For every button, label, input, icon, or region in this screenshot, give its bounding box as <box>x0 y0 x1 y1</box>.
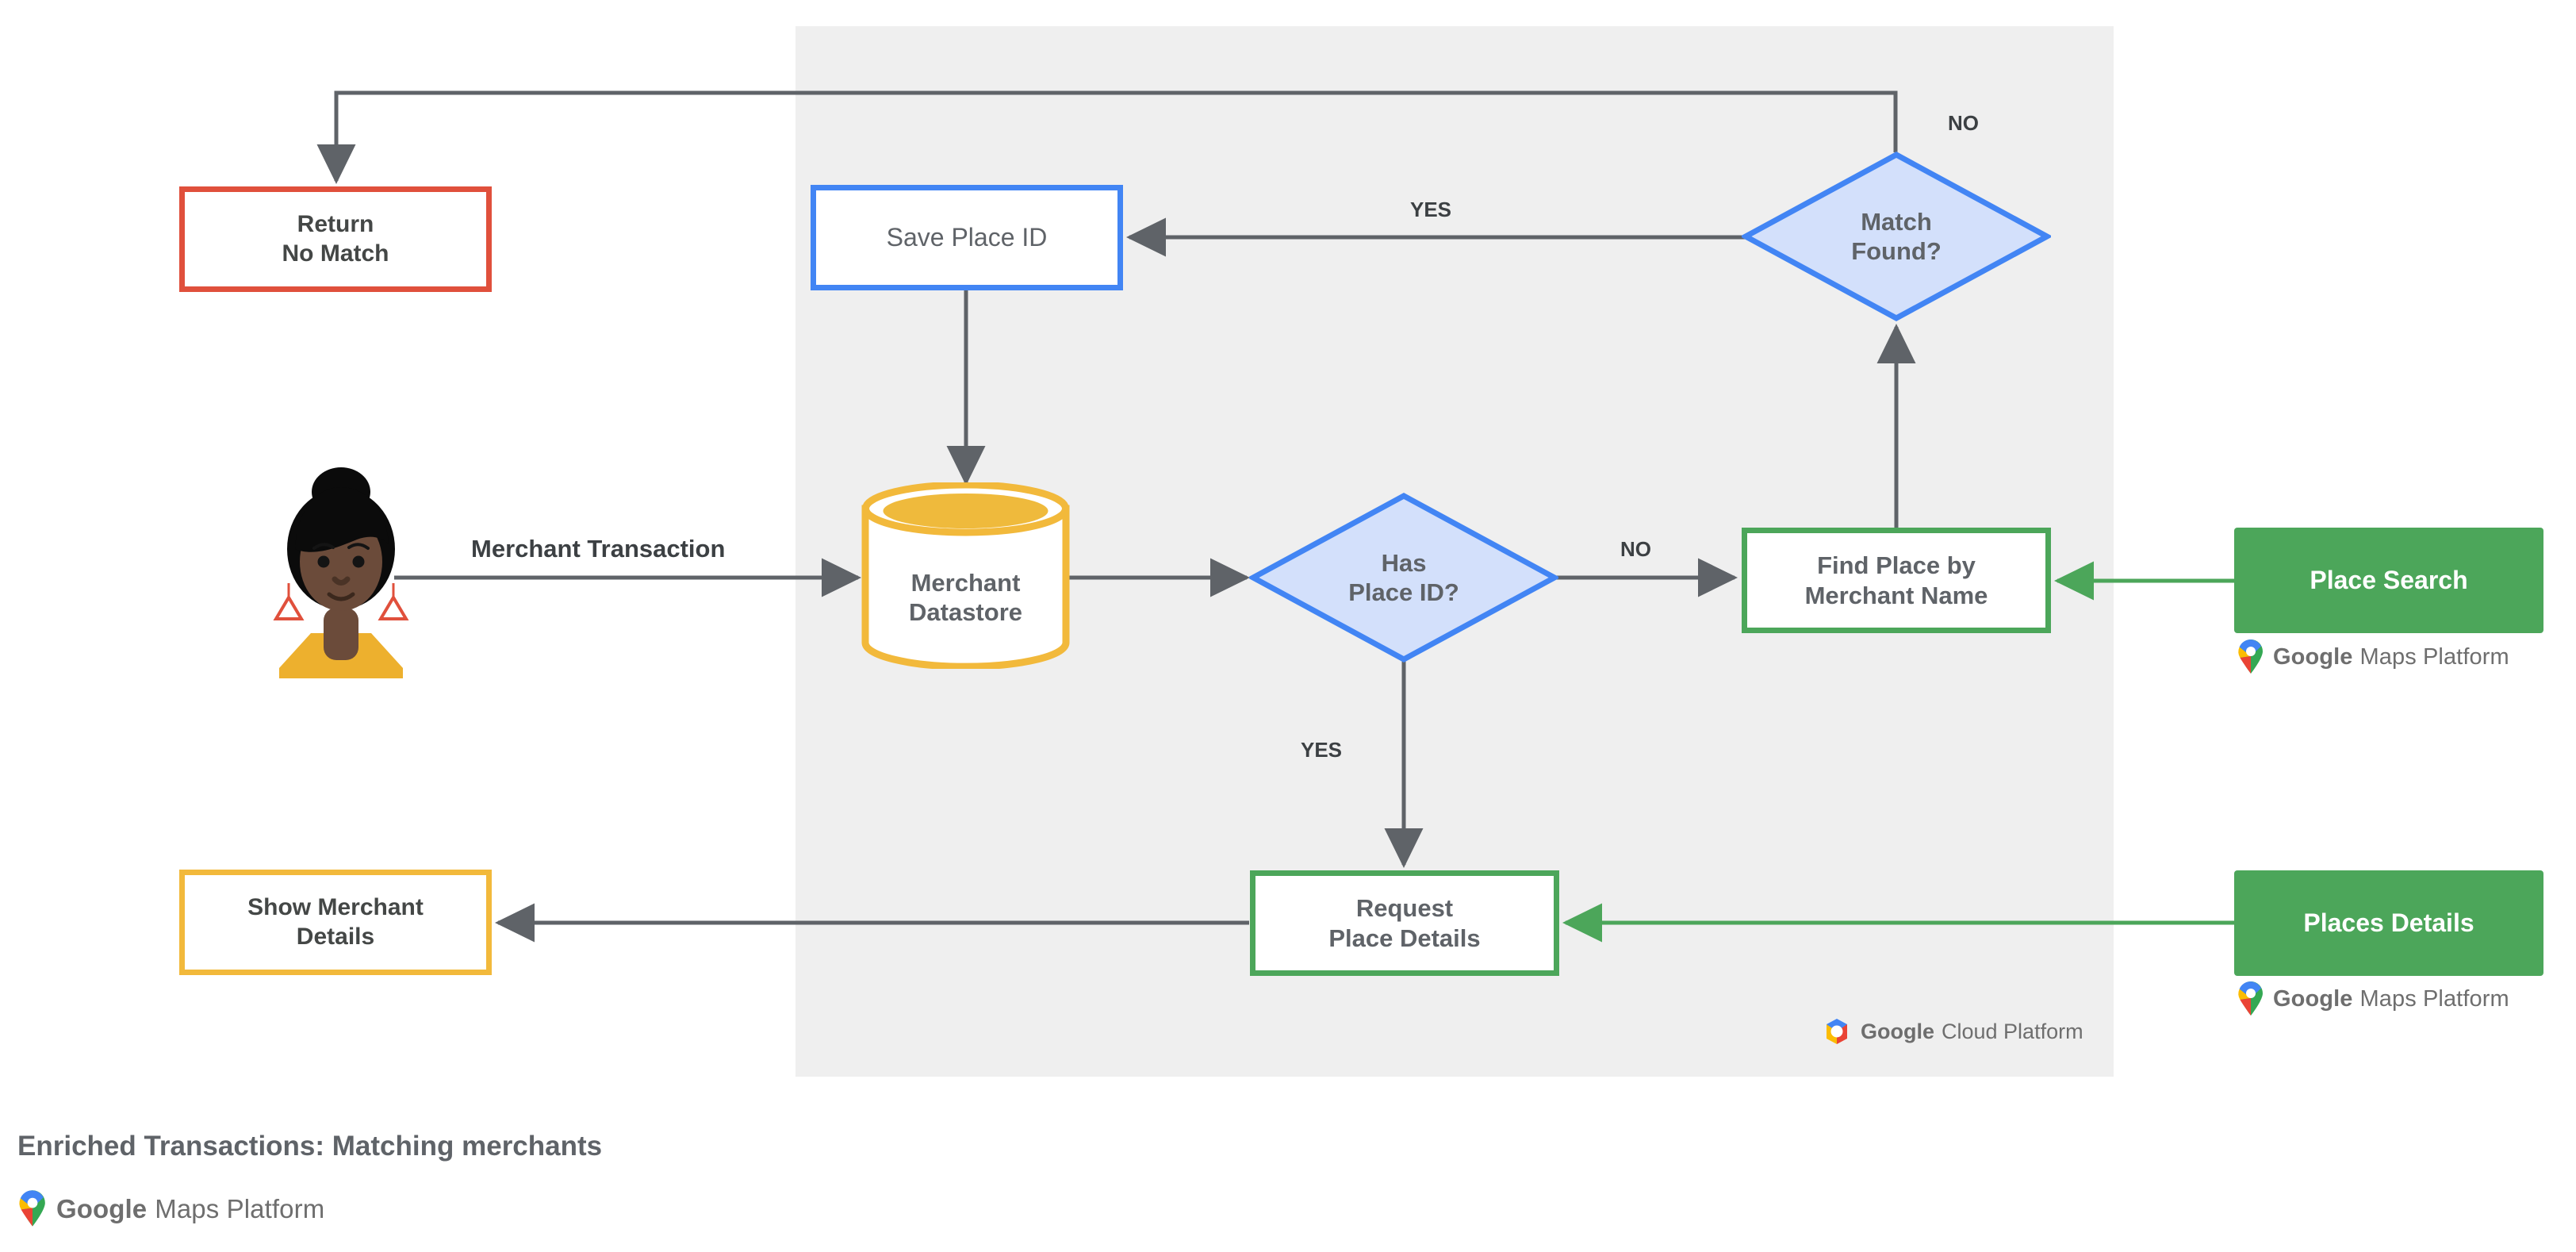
label-line-2: Place Details <box>1328 924 1481 952</box>
node-place-search[interactable]: Place Search <box>2234 528 2543 633</box>
brand-word-google: Google <box>56 1193 148 1223</box>
label-line-1: Find Place by <box>1817 551 1976 579</box>
label-line-2: Place ID? <box>1348 578 1459 606</box>
label-line-1: Has <box>1381 548 1427 577</box>
node-has-place-id[interactable]: Has Place ID? <box>1247 492 1561 663</box>
edge-label-has-place-id-no: NO <box>1620 537 1651 561</box>
label-line-1: Show Merchant <box>247 893 424 920</box>
label-line-2: Merchant Name <box>1804 581 1988 609</box>
node-request-place-details-label: Request Place Details <box>1328 893 1480 954</box>
node-merchant-datastore-label: Merchant Datastore <box>861 568 1071 627</box>
node-places-details-label: Places Details <box>2303 908 2474 937</box>
brand-word-cloud-platform: Cloud Platform <box>1942 1019 2083 1043</box>
edge-label-merchant-transaction: Merchant Transaction <box>471 535 726 563</box>
node-place-search-label: Place Search <box>2310 565 2468 594</box>
page-title: Enriched Transactions: Matching merchant… <box>17 1131 603 1162</box>
node-show-merchant-details-label: Show Merchant Details <box>247 893 424 951</box>
label-line-2: Details <box>296 923 375 950</box>
node-match-found[interactable]: Match Found? <box>1739 151 2053 322</box>
brand-text: Google Cloud Platform <box>1861 1020 2083 1044</box>
cylinder-shape <box>861 481 1070 670</box>
label-line-1: Return <box>297 210 374 237</box>
label-line-2: No Match <box>282 240 389 267</box>
google-maps-pin-icon <box>2238 981 2263 1016</box>
node-save-place-id-label: Save Place ID <box>886 222 1048 252</box>
brand-word-maps-platform: Maps Platform <box>155 1193 325 1223</box>
node-find-place-by-merchant-name[interactable]: Find Place by Merchant Name <box>1742 528 2051 633</box>
edge-label-match-found-yes: YES <box>1410 198 1452 221</box>
google-maps-pin-icon <box>2238 639 2263 674</box>
node-request-place-details[interactable]: Request Place Details <box>1250 870 1559 976</box>
node-save-place-id[interactable]: Save Place ID <box>811 185 1123 290</box>
diamond-shape <box>1247 493 1561 662</box>
label-line-2: Datastore <box>909 598 1022 627</box>
node-find-place-by-merchant-name-label: Find Place by Merchant Name <box>1805 551 1988 611</box>
brand-google-cloud-platform: Google Cloud Platform <box>1821 1017 2083 1046</box>
brand-word-google: Google <box>2273 985 2353 1012</box>
label-line-2: Found? <box>1851 237 1942 265</box>
node-return-no-match[interactable]: Return No Match <box>179 186 492 292</box>
brand-word-google: Google <box>2273 643 2353 670</box>
node-match-found-label: Match Found? <box>1742 151 2051 322</box>
node-places-details[interactable]: Places Details <box>2234 870 2543 976</box>
edge-label-has-place-id-yes: YES <box>1301 738 1343 762</box>
label-line-1: Merchant <box>910 569 1021 597</box>
brand-word-maps-platform: Maps Platform <box>2359 643 2509 670</box>
node-has-place-id-label: Has Place ID? <box>1249 492 1558 663</box>
label-line-1: Match <box>1861 207 1932 236</box>
diamond-shape <box>1739 152 2053 321</box>
label-line-1: Request <box>1355 893 1454 922</box>
node-return-no-match-label: Return No Match <box>282 210 389 268</box>
edge-label-match-found-no: NO <box>1948 111 1979 135</box>
google-maps-pin-icon <box>19 1190 45 1227</box>
google-cloud-hexagon-icon <box>1827 1019 1847 1044</box>
brand-word-google: Google <box>1861 1019 1934 1043</box>
merchant-customer-avatar <box>273 467 409 678</box>
brand-word-maps-platform: Maps Platform <box>2359 985 2509 1012</box>
node-show-merchant-details[interactable]: Show Merchant Details <box>179 870 492 975</box>
node-merchant-datastore[interactable]: Merchant Datastore <box>861 481 1071 670</box>
